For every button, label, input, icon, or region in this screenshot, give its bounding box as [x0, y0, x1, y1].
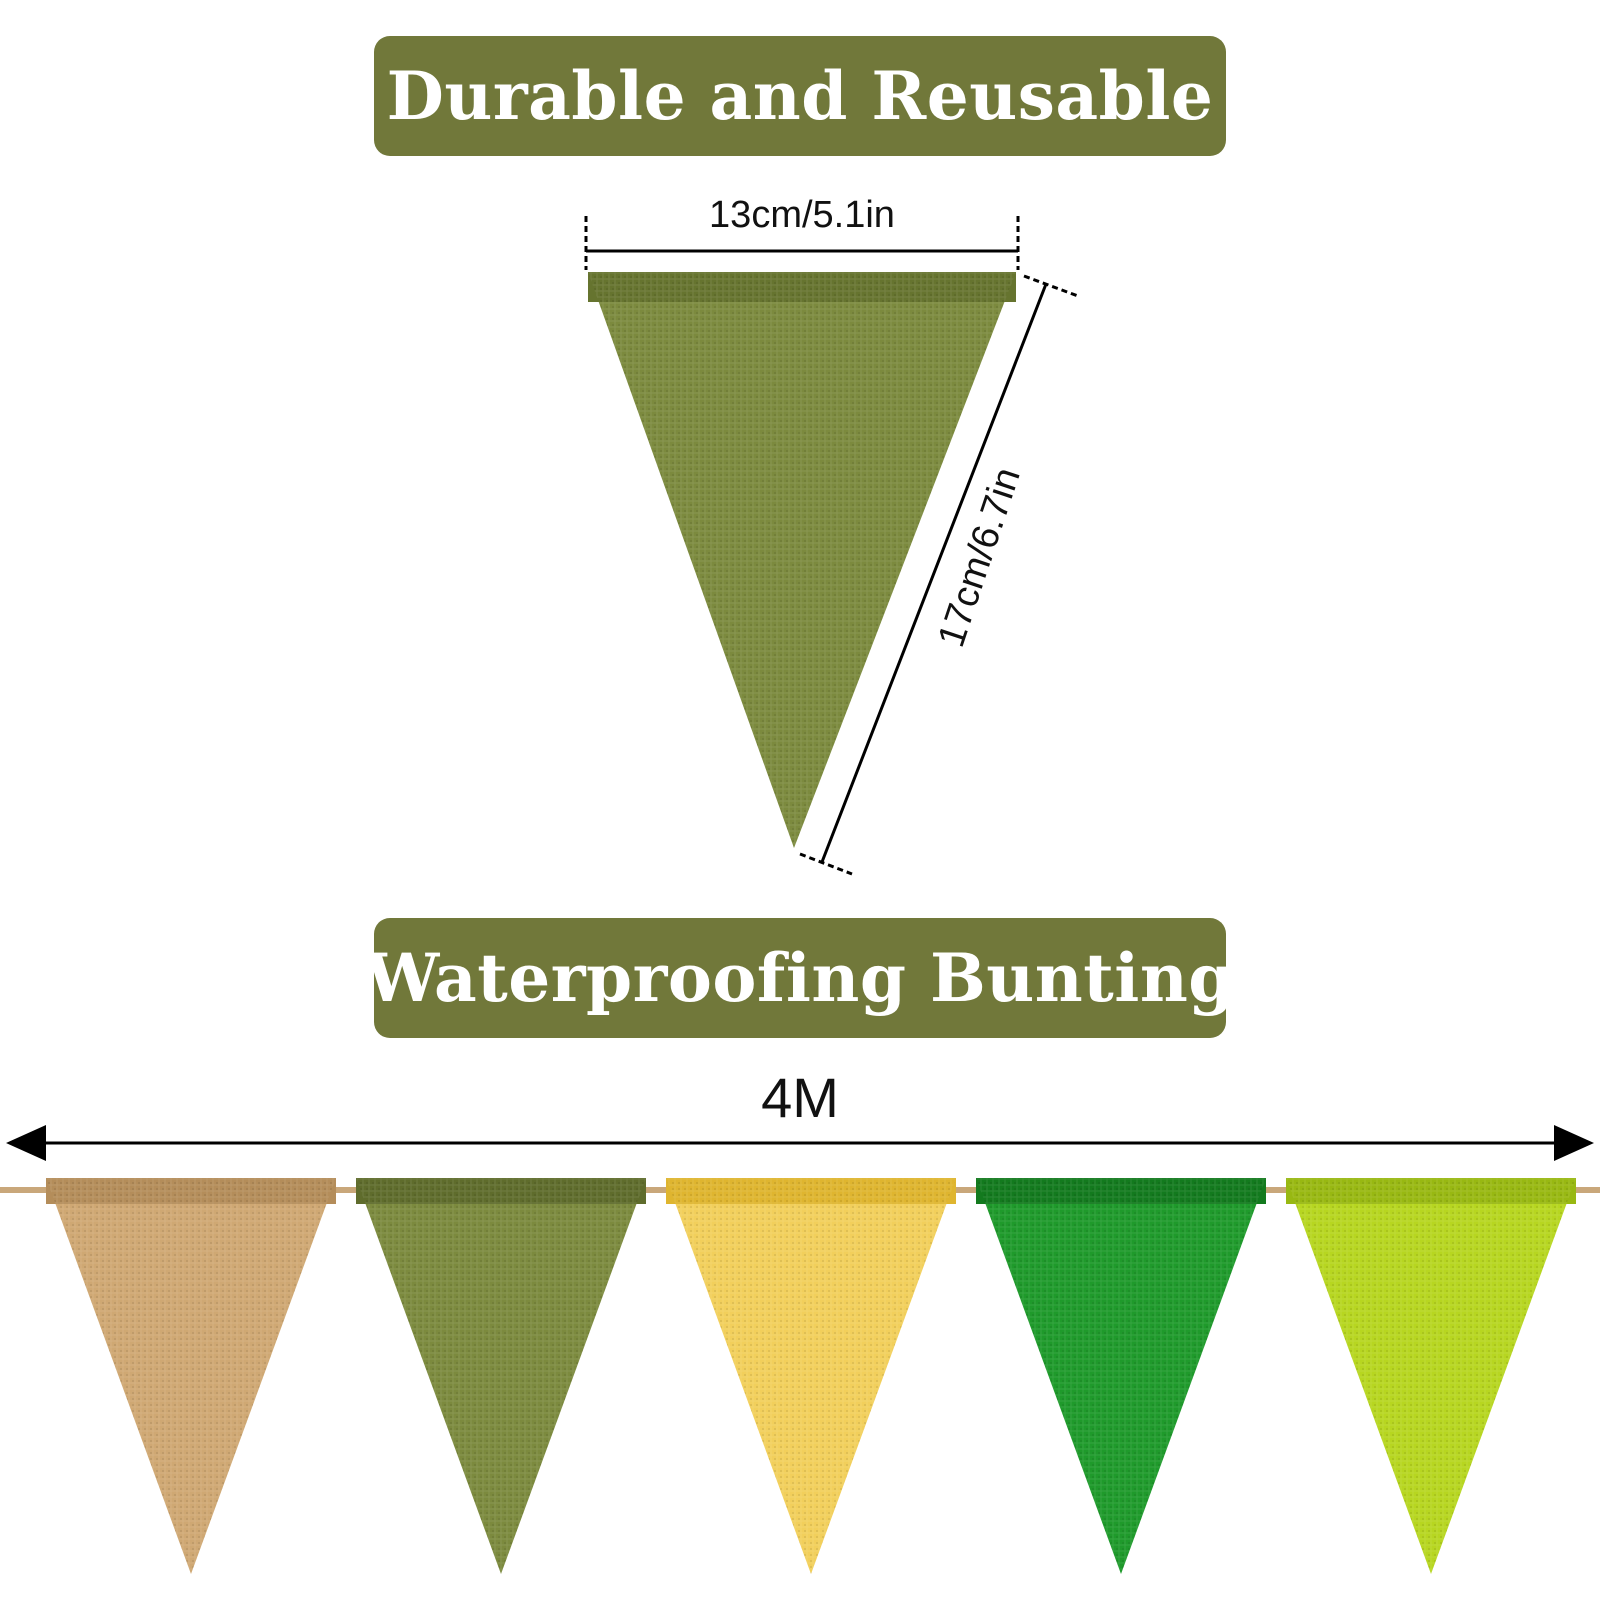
- bunting-flag-texture-yellow: [666, 1178, 956, 1574]
- height-dimension-line: [799, 274, 1079, 876]
- sample-flag-texture: [588, 272, 1016, 848]
- width-dimension-line: [584, 216, 1020, 270]
- bunting-flag-texture-lime: [1286, 1178, 1576, 1574]
- bunting-length-label: 4M: [761, 1066, 839, 1129]
- middle-heading-banner: Waterproofing Bunting: [365, 918, 1234, 1038]
- bunting-flag-texture-jute: [46, 1178, 336, 1574]
- bunting-flags: [46, 1178, 1576, 1574]
- bunting-flag-texture-green: [976, 1178, 1266, 1574]
- length-arrow: [6, 1125, 1594, 1161]
- bunting-flag-texture-olive: [356, 1178, 646, 1574]
- flag-width-label: 13cm/5.1in: [709, 194, 895, 236]
- middle-heading: Waterproofing Bunting: [365, 939, 1235, 1017]
- top-heading: Durable and Reusable: [386, 57, 1214, 135]
- top-heading-banner: Durable and Reusable: [374, 36, 1226, 156]
